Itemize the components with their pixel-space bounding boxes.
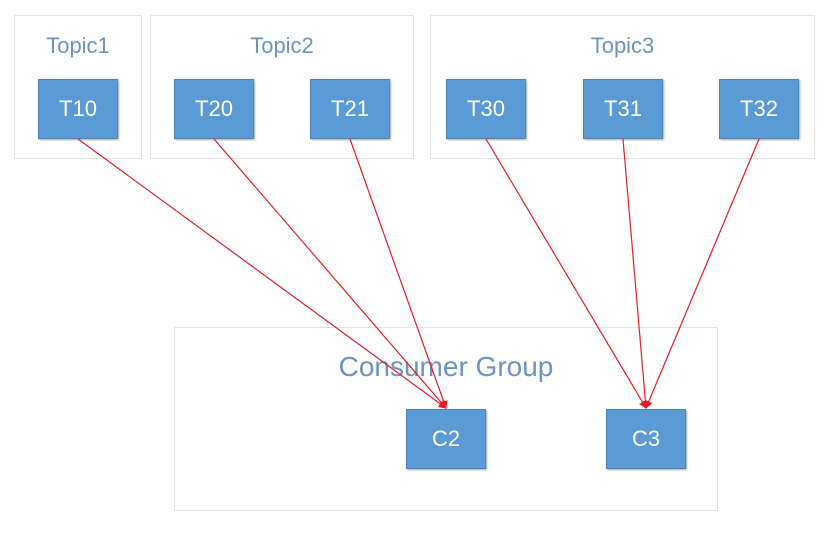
topic3-title: Topic3 — [590, 33, 655, 58]
consumer-group-title: Consumer Group — [338, 351, 554, 382]
partition-node-t10: T10 — [38, 79, 118, 139]
partition-node-t31: T31 — [583, 79, 663, 139]
topic2-title: Topic2 — [250, 33, 314, 58]
partition-node-t32: T32 — [719, 79, 799, 139]
consumer-node-c2: C2 — [406, 409, 486, 469]
partition-node-t30: T30 — [446, 79, 526, 139]
topic1-title: Topic1 — [46, 33, 110, 58]
partition-node-t21: T21 — [310, 79, 390, 139]
consumer-node-c3: C3 — [606, 409, 686, 469]
partition-node-t20: T20 — [174, 79, 254, 139]
